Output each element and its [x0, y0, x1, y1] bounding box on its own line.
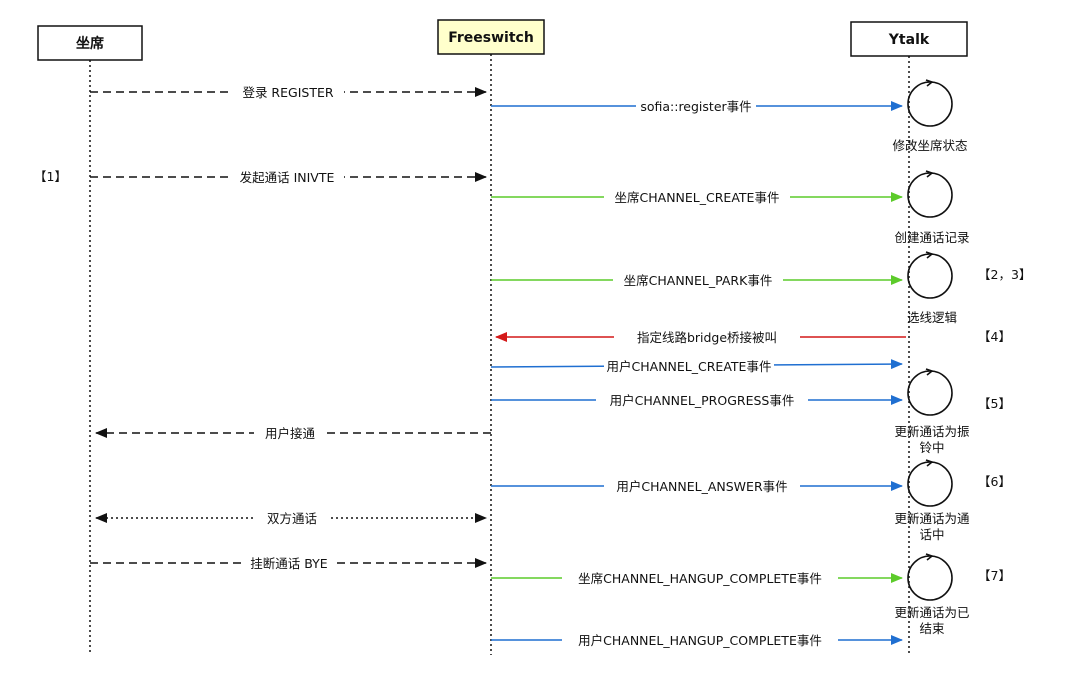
activation-1: [907, 79, 953, 127]
participant-agent-label: 坐席: [76, 35, 104, 52]
msg-agent-create-label: 坐席CHANNEL_CREATE事件: [615, 190, 780, 205]
activation-2: [907, 170, 953, 218]
msg-invite-label: 发起通话 INIVTE: [240, 170, 335, 185]
activation-4-label-line1: 更新通话为振: [894, 424, 970, 439]
participant-agent: 坐席: [37, 25, 143, 61]
activation-6-label-line1: 更新通话为已: [894, 605, 969, 620]
msg-agent-park-label: 坐席CHANNEL_PARK事件: [624, 273, 773, 288]
activation-6: [907, 553, 953, 601]
activation-1-label: 修改坐席状态: [892, 138, 967, 153]
participant-ytalk-label: Ytalk: [888, 32, 930, 48]
note-6: 【6】: [978, 474, 1011, 489]
activation-5-label-line2: 话中: [919, 527, 944, 542]
note-5: 【5】: [978, 396, 1011, 411]
note-7: 【7】: [978, 568, 1011, 583]
msg-user-answer-label: 用户CHANNEL_ANSWER事件: [616, 479, 787, 494]
participant-freeswitch-label: Freeswitch: [448, 30, 534, 46]
activation-6-label-line2: 结束: [919, 621, 945, 636]
activation-3: [907, 251, 953, 299]
participant-freeswitch: Freeswitch: [437, 19, 545, 55]
msg-user-progress-label: 用户CHANNEL_PROGRESS事件: [610, 393, 795, 408]
activation-3-label: 选线逻辑: [907, 310, 957, 325]
msg-two-way-call-label: 双方通话: [267, 511, 317, 526]
note-4: 【4】: [978, 329, 1011, 344]
activation-4: [907, 368, 953, 416]
msg-register-label: 登录 REGISTER: [242, 85, 333, 100]
activation-5-label-line1: 更新通话为通: [894, 511, 970, 526]
msg-bridge-label: 指定线路bridge桥接被叫: [637, 330, 777, 345]
msg-user-hangup-label: 用户CHANNEL_HANGUP_COMPLETE事件: [578, 633, 822, 648]
activation-4-label-line2: 铃中: [919, 440, 944, 455]
activation-5: [907, 459, 953, 507]
msg-sofia-register-label: sofia::register事件: [640, 99, 751, 114]
activation-2-label: 创建通话记录: [894, 230, 969, 245]
msg-user-connect-label: 用户接通: [265, 426, 316, 441]
note-1: 【1】: [34, 169, 67, 184]
participant-ytalk: Ytalk: [850, 21, 968, 57]
msg-hangup-label: 挂断通话 BYE: [250, 556, 328, 571]
msg-user-create-label: 用户CHANNEL_CREATE事件: [607, 359, 772, 374]
msg-agent-hangup-label: 坐席CHANNEL_HANGUP_COMPLETE事件: [578, 571, 822, 586]
note-2-3: 【2，3】: [978, 267, 1031, 282]
